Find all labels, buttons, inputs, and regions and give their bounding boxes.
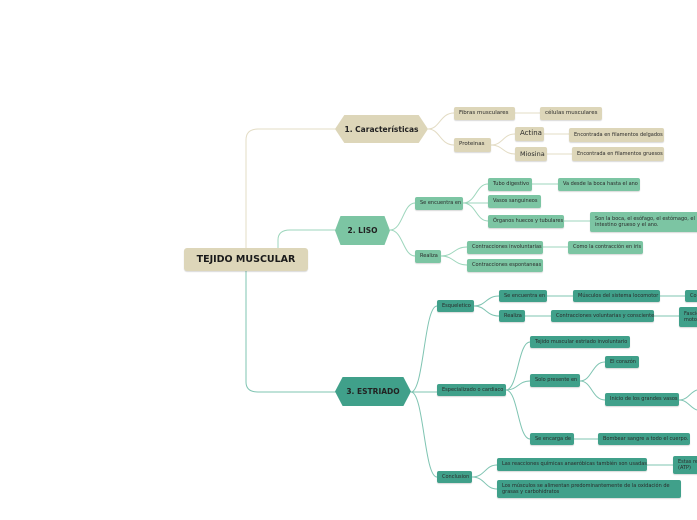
node-contracciones-involuntarias[interactable]: Contracciones involuntarias — [467, 241, 543, 254]
node-organos-huecos[interactable]: Órganos huecos y tubulares — [488, 215, 564, 228]
node-realiza[interactable]: Realiza — [499, 310, 525, 322]
branch-estriado[interactable]: 3. ESTRIADO — [335, 377, 411, 406]
node-realiza[interactable]: Realiza — [415, 250, 441, 263]
node-miosina-desc[interactable]: Encontrada en filamentos gruesos — [572, 147, 664, 161]
node-tejido-involuntario[interactable]: Tejido muscular estriado involuntario — [530, 336, 630, 348]
node-el-corazon[interactable]: El corazón — [605, 356, 639, 368]
node-celulas-musculares[interactable]: células musculares — [540, 107, 602, 120]
node-se-encarga-de[interactable]: Se encarga de — [530, 433, 574, 445]
node-contracciones-voluntarias[interactable]: Contracciones voluntarias y conscientes — [551, 310, 654, 322]
node-vasos-sanguineos[interactable]: Vasos sanguineos — [488, 195, 541, 208]
node-solo-presente-en[interactable]: Solo presente en — [530, 374, 580, 387]
branch-liso[interactable]: 2. LISO — [335, 216, 390, 245]
node-reacciones-quimicas[interactable]: Las reacciones químicas anaeróbicas tamb… — [497, 458, 647, 471]
node-musculos-alimentan[interactable]: Los músculos se alimentan predominanteme… — [497, 480, 681, 498]
node-contracciones-espontaneas[interactable]: Contracciones espontaneas — [467, 259, 543, 272]
root-node[interactable]: TEJIDO MUSCULAR — [184, 248, 308, 271]
node-actina-desc[interactable]: Encontrada en filamentos delgados — [569, 128, 664, 142]
node-se-encuentra-en[interactable]: Se encuentra en — [499, 290, 547, 302]
node-conclusion[interactable]: Conclusion — [437, 471, 472, 483]
branch-caracteristicas[interactable]: 1. Características — [335, 115, 428, 143]
node-grandes-vasos[interactable]: Inicio de los grandes vasos — [605, 393, 679, 406]
node-proteinas[interactable]: Proteinas — [454, 138, 491, 152]
node-miosina[interactable]: Miosina — [515, 147, 547, 161]
node-actina[interactable]: Actina — [515, 127, 544, 141]
node-locomotor-next[interactable]: Co — [685, 290, 697, 302]
node-voluntarias-next[interactable]: Fascic motor — [679, 307, 697, 327]
node-fibras-musculares[interactable]: Fibras musculares — [454, 107, 515, 120]
node-musculos-locomotor[interactable]: Músculos del sistema locomotor — [573, 290, 660, 302]
node-se-encuentra-en[interactable]: Se encuentra en — [415, 197, 463, 210]
node-reacciones-next[interactable]: Estas re (ATP) — [673, 456, 697, 474]
node-bombear-sangre[interactable]: Bombear sangre a todo el cuerpo. — [598, 433, 690, 445]
node-involuntarias-desc[interactable]: Como la contracción en iris — [568, 241, 643, 254]
node-organos-desc[interactable]: Son la boca, el esófago, el estómago, el… — [590, 212, 697, 232]
node-esqueletico[interactable]: Esqueletico — [437, 300, 474, 312]
node-tubo-desc[interactable]: Va desde la boca hasta el ano — [558, 178, 640, 191]
node-tubo-digestivo[interactable]: Tubo digestivo — [488, 178, 532, 191]
node-especializado-cardiaco[interactable]: Especializado o cardiaco — [437, 384, 506, 396]
